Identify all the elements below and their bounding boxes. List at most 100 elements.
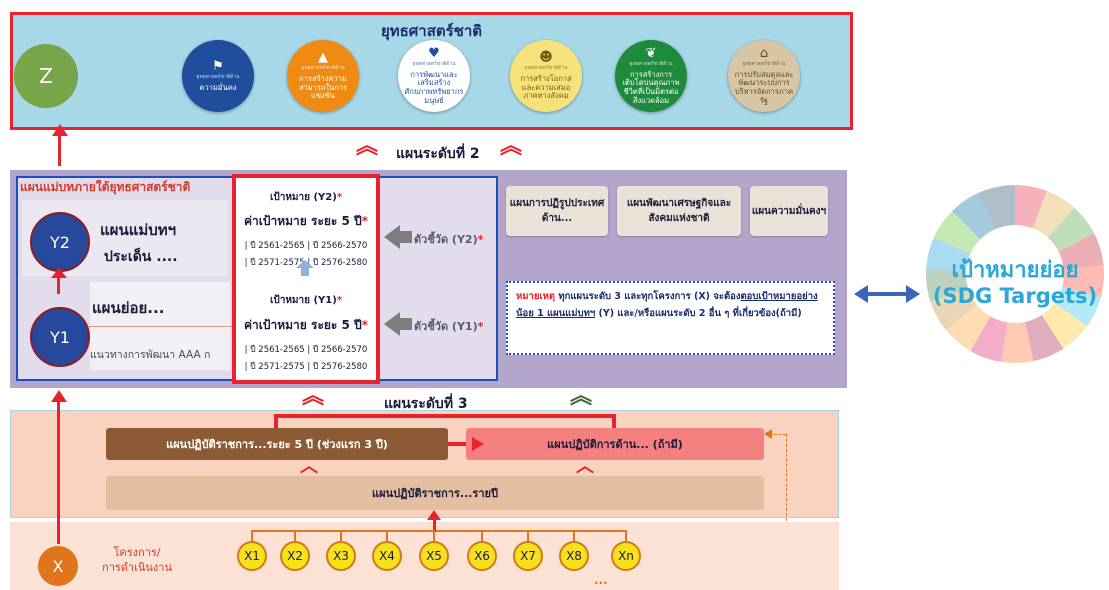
project-circle: X2	[280, 541, 310, 571]
connector-line	[253, 530, 627, 532]
strategy-header: ยุทธศาสตร์ชาติด้าน	[742, 60, 786, 67]
reform-plan-box: แผนการปฏิรูปประเทศด้าน...	[506, 186, 608, 236]
connector-line	[625, 530, 627, 542]
gov-plan-annual-bar: แผนปฏิบัติราชการ...รายปี	[106, 476, 764, 510]
connector-line	[527, 530, 529, 542]
target-y1-title: เป้าหมาย (Y1)*	[269, 295, 343, 306]
project-circle: X5	[419, 541, 449, 571]
chart-icon: ▲	[318, 50, 328, 66]
connector-line	[274, 414, 278, 430]
action-plan-bar: แผนปฏิบัติการด้าน... (ถ้ามี)	[466, 428, 764, 460]
issue-label: ประเด็น ....	[104, 249, 178, 265]
projects-caption: โครงการ/ การดำเนินงาน	[102, 546, 172, 574]
master-plan-title: แผนแม่บทภายใต้ยุทธศาสตร์ชาติ	[20, 180, 191, 194]
building-icon: ⌂	[759, 45, 769, 61]
strategy-label: การสร้างความสามารถในการแข่งขัน	[298, 74, 348, 101]
target-box	[232, 174, 380, 384]
strategy-label: ความมั่นคง	[199, 82, 237, 92]
gov-plan-5yr-bar: แผนปฏิบัติราชการ...ระยะ 5 ปี (ช่วงแรก 3 …	[106, 428, 448, 460]
arrow-up-icon	[427, 510, 441, 520]
target-y1-years-row1: | ปี 2561-2565 | ปี 2566-2570	[244, 345, 368, 355]
arrow-z-shaft	[58, 130, 61, 166]
strategy-circle-5: ❦ยุทธศาสตร์ชาติด้านการสร้างการเติบโตบนคุ…	[615, 40, 687, 112]
arrow-x-shaft	[57, 398, 60, 544]
x-project-circle: X	[38, 546, 78, 586]
people-icon: ♥	[428, 45, 440, 61]
level3-label: แผนระดับที่ 3	[384, 396, 468, 412]
flag-icon: ⚑	[212, 58, 224, 74]
note-box: หมายเหตุ ทุกแผนระดับ 3 และทุกโครงการ (X)…	[506, 281, 835, 355]
target-y1-value-label: ค่าเป้าหมาย ระยะ 5 ปี*	[244, 318, 368, 332]
arrow-left-icon	[764, 429, 772, 439]
connector-line	[448, 442, 466, 446]
y2-circle: Y2	[30, 212, 90, 272]
arrow-up-icon	[51, 390, 67, 402]
arrow-left-icon	[384, 312, 400, 336]
chevron-up-icon: ︿	[576, 456, 594, 477]
strategy-label: การสร้างโอกาสและความเสมอภาคทางสังคม	[520, 74, 572, 101]
strategy-header: ยุทธศาสตร์ชาติด้าน	[524, 65, 568, 72]
connector-line	[274, 414, 616, 418]
strategy-header: ยุทธศาสตร์ชาติด้าน	[629, 60, 673, 67]
national-strategy-title: ยุทธศาสตร์ชาติ	[380, 22, 483, 40]
project-circle: X4	[372, 541, 402, 571]
group-icon: ☻	[539, 50, 553, 66]
strategy-header: ยุทธศาสตร์ชาติด้าน	[196, 73, 240, 80]
z-goal-circle: Z	[14, 44, 78, 108]
arrow-up-icon	[51, 268, 67, 278]
strategy-circle-1: ⚑ยุทธศาสตร์ชาติด้านความมั่นคง	[182, 40, 254, 112]
sdg-label-en: (SDG Targets)	[932, 284, 1098, 308]
arrow-left-icon-shaft	[400, 318, 412, 330]
level2-label: แผนระดับที่ 2	[396, 146, 480, 162]
security-plan-box: แผนความมั่นคงฯ	[750, 186, 828, 236]
connector-line	[340, 530, 342, 542]
target-y2-value-label: ค่าเป้าหมาย ระยะ 5 ปี*	[244, 214, 368, 228]
indicator-y2: ตัวชี้วัด (Y2)*	[414, 233, 484, 246]
project-circle: X6	[467, 541, 497, 571]
connector-line	[573, 530, 575, 542]
double-chevron-up-icon: ︽	[500, 134, 522, 159]
strategy-label: การสร้างการเติบโตบนคุณภาพชีวิตที่เป็นมิต…	[622, 69, 680, 105]
connector-line	[251, 530, 253, 542]
project-circle: X3	[326, 541, 356, 571]
arrow-up-icon	[296, 260, 314, 268]
master-plan-label: แผนแม่บทฯ	[100, 221, 177, 239]
strategy-header: ยุทธศาสตร์ชาติด้าน	[412, 60, 456, 67]
strategy-circle-6: ⌂ยุทธศาสตร์ชาติด้านการปรับสมดุลและพัฒนาร…	[728, 40, 800, 112]
connector-line	[294, 530, 296, 542]
leaf-icon: ❦	[645, 45, 657, 61]
sub-plan-label: แผนย่อย...	[92, 299, 165, 317]
bidirectional-arrow-icon-shaft	[864, 292, 908, 296]
arrow-up-icon-shaft	[301, 266, 309, 276]
target-y1-years-row2: | ปี 2571-2575 | ปี 2576-2580	[244, 362, 368, 372]
strategy-circle-3: ♥ยุทธศาสตร์ชาติด้านการพัฒนาและเสริมสร้าง…	[398, 40, 470, 112]
arrow-right-icon	[906, 285, 920, 303]
arrow-left-icon-shaft	[400, 231, 412, 243]
target-y2-title: เป้าหมาย (Y2)*	[269, 192, 343, 203]
double-chevron-up-icon: ︽	[302, 384, 324, 409]
ellipsis: ...	[594, 573, 608, 587]
strategy-circle-4: ☻ยุทธศาสตร์ชาติด้านการสร้างโอกาสและความเ…	[510, 40, 582, 112]
double-chevron-up-icon: ︽	[356, 134, 378, 159]
guideline-label: แนวทางการพัฒนา AAA ก	[90, 349, 211, 361]
arrow-y1-y2-shaft	[57, 270, 60, 294]
project-circle: X8	[559, 541, 589, 571]
connector-line	[481, 530, 483, 542]
sdg-label-thai: เป้าหมายย่อย	[951, 258, 1079, 283]
connector-line	[433, 514, 436, 532]
arrow-left-icon	[854, 285, 868, 303]
project-circle: Xn	[611, 541, 641, 571]
arrow-up-icon	[52, 124, 68, 136]
project-circle: X1	[237, 541, 267, 571]
connector-line	[433, 530, 435, 542]
double-chevron-up-icon: ︽	[570, 384, 593, 409]
y1-circle: Y1	[30, 307, 90, 367]
strategy-header: ยุทธศาสตร์ชาติด้าน	[301, 65, 345, 72]
divider	[88, 326, 232, 327]
chevron-up-icon: ︿	[300, 456, 318, 477]
indicator-y1: ตัวชี้วัด (Y1)*	[414, 320, 484, 333]
dashed-connector	[770, 434, 786, 435]
arrow-left-icon	[384, 225, 400, 249]
dashed-connector	[786, 434, 787, 590]
strategy-label: การพัฒนาและเสริมสร้างศักยภาพทรัพยากรมนุษ…	[404, 69, 464, 105]
